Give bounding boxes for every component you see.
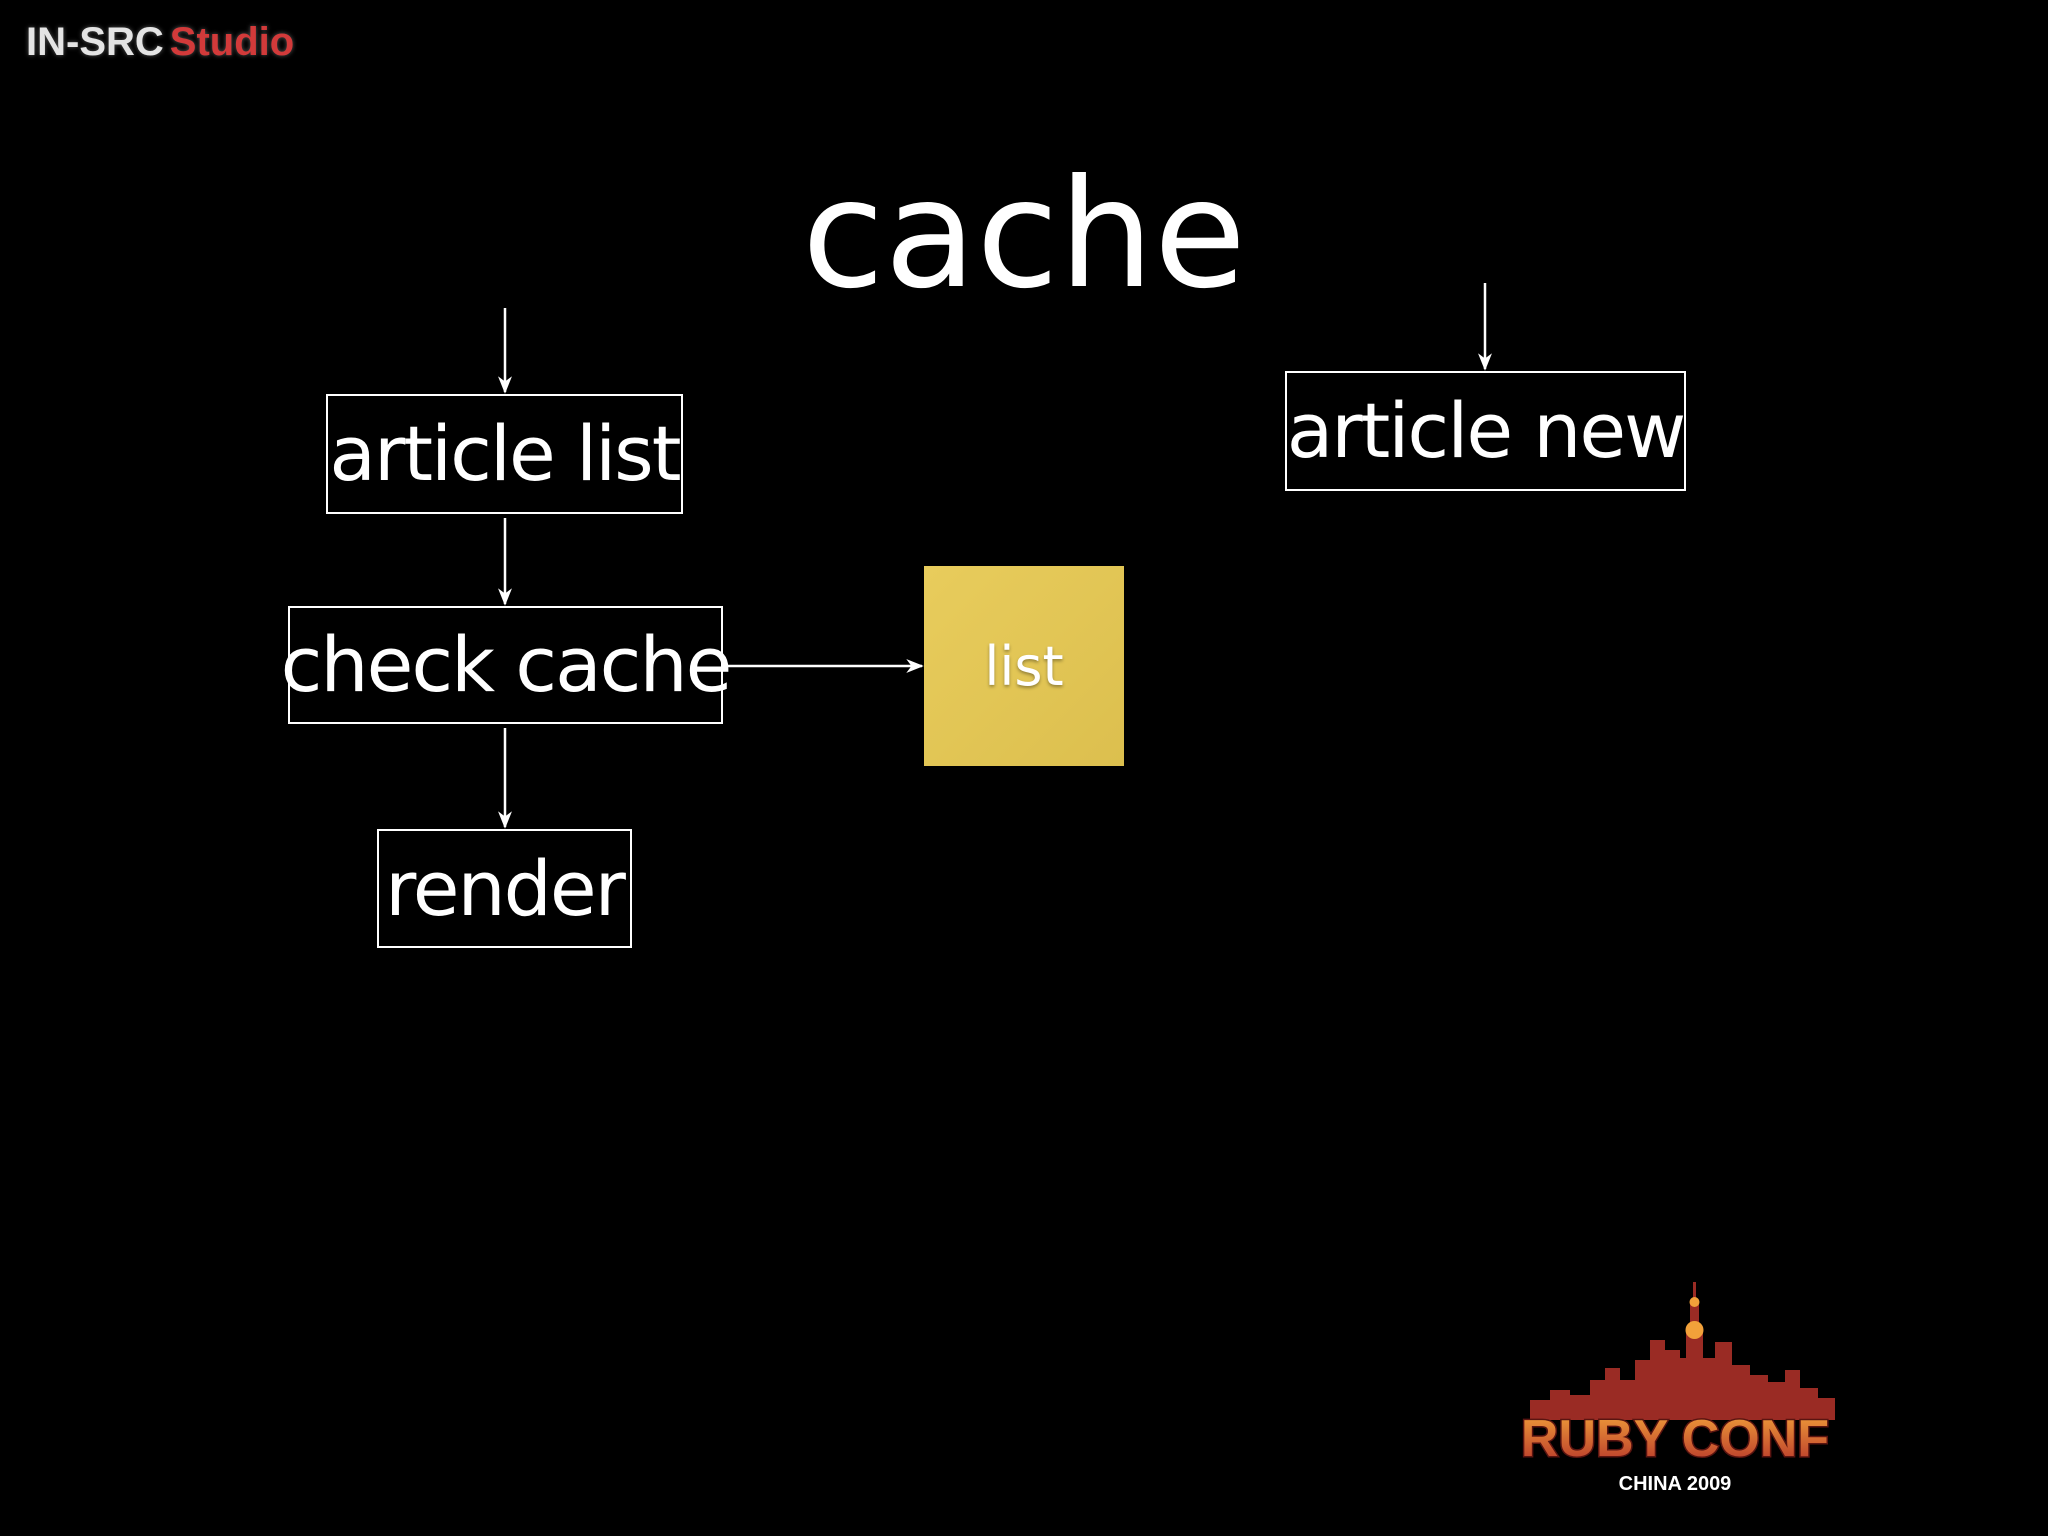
brand-name: IN-SRC [26,20,164,64]
node-article-list: article list [326,394,683,514]
node-check-cache: check cache [281,606,732,724]
logo-ruby-conf-text: RUBY CONF [1521,1410,1829,1468]
logo-china-2009-text: CHINA 2009 [1619,1473,1732,1495]
cache-note-list: list [924,566,1124,766]
brand-studio: Studio [169,20,295,64]
ruby-conf-china-logo: RUBY CONF CHINA 2009 [1519,1282,1835,1495]
slide-title: cache [801,148,1247,322]
tower-skyline-icon [1530,1282,1835,1420]
node-render: render [377,829,632,948]
node-article-new: article new [1285,371,1686,491]
